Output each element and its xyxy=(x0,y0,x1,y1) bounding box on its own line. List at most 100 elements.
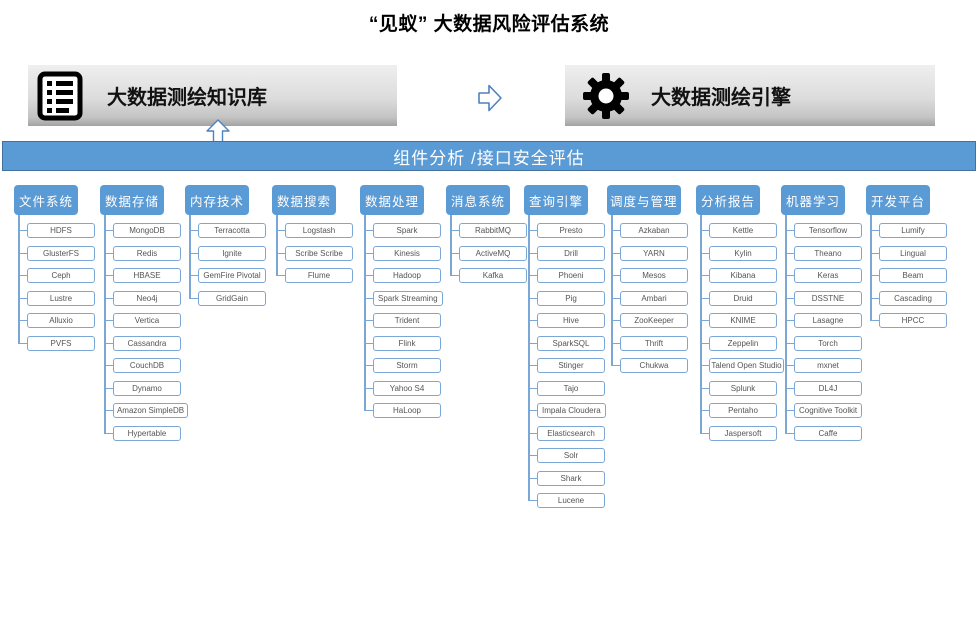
tree-connector-line xyxy=(450,215,452,276)
tree-item-row: Ignite xyxy=(185,245,273,261)
component-item: Alluxio xyxy=(27,313,95,328)
list-icon xyxy=(37,71,83,121)
tree-item-row: Trident xyxy=(360,313,448,328)
category-header: 分析报告 xyxy=(696,185,760,215)
component-item: Theano xyxy=(794,245,862,261)
component-item: Kibana xyxy=(709,268,777,283)
component-item: YARN xyxy=(620,245,688,261)
tree-item-row: YARN xyxy=(607,245,695,261)
tree-item-row: Splunk xyxy=(696,380,784,396)
component-item: Azkaban xyxy=(620,223,688,238)
category-header: 消息系统 xyxy=(446,185,510,215)
component-item: Amazon SimpleDB xyxy=(113,403,188,418)
component-item: Torch xyxy=(794,335,862,351)
component-item: GemFire Pivotal xyxy=(198,268,266,283)
component-item: Lasagne xyxy=(794,313,862,328)
component-item: GridGain xyxy=(198,290,266,306)
tree-connector-line xyxy=(611,215,613,366)
category-header: 数据搜索 xyxy=(272,185,336,215)
tree-item-row: HaLoop xyxy=(360,403,448,418)
component-item: DL4J xyxy=(794,380,862,396)
component-item: Redis xyxy=(113,245,181,261)
tree-item-row: Vertica xyxy=(100,313,188,328)
category-header: 数据处理 xyxy=(360,185,424,215)
component-item: Dynamo xyxy=(113,380,181,396)
tree-item-row: Storm xyxy=(360,358,448,373)
category-header: 调度与管理 xyxy=(607,185,681,215)
component-item: Cascading xyxy=(879,290,947,306)
component-item: Presto xyxy=(537,223,605,238)
tree-item-row: Spark Streaming xyxy=(360,290,448,306)
component-item: Jaspersoft xyxy=(709,425,777,441)
component-item: Kinesis xyxy=(373,245,441,261)
engine-label: 大数据测绘引擎 xyxy=(651,87,791,109)
component-item: Cassandra xyxy=(113,335,181,351)
component-item: Ceph xyxy=(27,268,95,283)
tree-item-row: Kibana xyxy=(696,268,784,283)
tree-item-row: Shark xyxy=(524,470,612,486)
component-item: Trident xyxy=(373,313,441,328)
component-item: Beam xyxy=(879,268,947,283)
tree-item-row: DSSTNE xyxy=(781,290,869,306)
tree-item-row: Lasagne xyxy=(781,313,869,328)
tree-item-row: Lucene xyxy=(524,493,612,508)
component-item: SparkSQL xyxy=(537,335,605,351)
tree-item-row: Tajo xyxy=(524,380,612,396)
tree-item-row: Theano xyxy=(781,245,869,261)
tree-item-row: Alluxio xyxy=(14,313,102,328)
tree-item-row: Jaspersoft xyxy=(696,425,784,441)
component-item: HDFS xyxy=(27,223,95,238)
category-header: 开发平台 xyxy=(866,185,930,215)
tree-item-row: Azkaban xyxy=(607,223,695,238)
tree-item-row: Hive xyxy=(524,313,612,328)
tree-connector-line xyxy=(364,215,366,411)
component-item: Lumify xyxy=(879,223,947,238)
tree-item-row: Torch xyxy=(781,335,869,351)
tree-item-row: MongoDB xyxy=(100,223,188,238)
component-item: Impala Cloudera xyxy=(537,403,606,418)
tree-item-row: Impala Cloudera xyxy=(524,403,612,418)
tree-item-row: Yahoo S4 xyxy=(360,380,448,396)
tree-connector-line xyxy=(785,215,787,433)
knowledge-base-label: 大数据测绘知识库 xyxy=(107,87,267,109)
component-item: mxnet xyxy=(794,358,862,373)
tree-item-row: Lustre xyxy=(14,290,102,306)
tree-item-row: Kafka xyxy=(446,268,534,283)
tree-connector-line xyxy=(870,215,872,321)
tree-item-row: ActiveMQ xyxy=(446,245,534,261)
tree-item-row: ZooKeeper xyxy=(607,313,695,328)
tree-connector-line xyxy=(700,215,702,433)
component-item: Kafka xyxy=(459,268,527,283)
component-item: Spark xyxy=(373,223,441,238)
tree-item-row: Terracotta xyxy=(185,223,273,238)
tree-item-row: Phoeni xyxy=(524,268,612,283)
tree-item-row: Caffe xyxy=(781,425,869,441)
component-item: Thrift xyxy=(620,335,688,351)
tree-item-row: Ceph xyxy=(14,268,102,283)
tree-connector-line xyxy=(18,215,20,343)
component-item: Talend Open Studio xyxy=(709,358,784,373)
tree-item-row: Cognitive Toolkit xyxy=(781,403,869,418)
tree-item-row: Chukwa xyxy=(607,358,695,373)
category-header: 内存技术 xyxy=(185,185,249,215)
component-item: Chukwa xyxy=(620,358,688,373)
component-item: Storm xyxy=(373,358,441,373)
component-item: Flink xyxy=(373,335,441,351)
component-item: Pig xyxy=(537,290,605,306)
component-item: Kylin xyxy=(709,245,777,261)
tree-item-row: Pentaho xyxy=(696,403,784,418)
component-item: Lustre xyxy=(27,290,95,306)
engine-box: 大数据测绘引擎 xyxy=(565,65,935,126)
tree-item-row: Hypertable xyxy=(100,425,188,441)
component-item: Tajo xyxy=(537,380,605,396)
